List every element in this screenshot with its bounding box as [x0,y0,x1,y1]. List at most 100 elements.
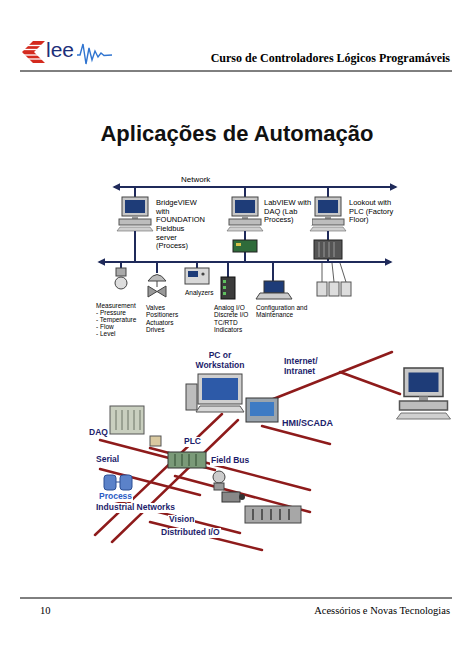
analyzer-box [188,271,198,277]
process-tanks [104,475,116,490]
logo-mark [22,41,45,63]
fieldbus-transmitter [213,471,225,490]
station-label: Lookout with PLC (Factory Floor) [349,199,400,225]
hmi-panel [250,402,274,416]
io-module [223,292,226,295]
page-number: 10 [40,605,51,617]
daq-chassis [116,410,117,430]
network-cable [95,352,400,550]
laptop-icon [256,293,292,299]
footer-title: Acessórios e Novas Tecnologias [314,605,450,617]
workstation [202,378,238,400]
logo-mark [20,49,47,50]
device-list-item: - Level [96,330,116,337]
plc-rack [196,454,197,466]
network-label: Serial [95,455,120,465]
distributed-io-unit [245,506,301,523]
header-rule [20,71,452,72]
pressure-sensor [115,277,127,289]
analyzer-box [201,272,204,275]
network-cable [150,522,262,550]
field-bus [156,262,158,273]
network-bus [327,187,329,197]
terminal-wiring [317,263,351,296]
daq-chassis [134,410,135,430]
network-bus [114,187,396,197]
network-label: HMI/SCADA [281,418,334,428]
network-bus [114,186,396,188]
hmi-panel [246,398,278,422]
field-bus [99,231,391,281]
daq-chassis [110,406,144,434]
device-label: Analog I/O Discrete I/O TC/RTD Indicator… [214,304,250,334]
network-cable [150,448,310,490]
plc-rack [334,242,335,257]
pressure-sensor [116,268,126,276]
plc-rack [314,240,342,259]
workstation [198,374,242,404]
network-label: Industrial Networks [95,503,176,513]
hmi-panel [246,398,278,422]
valve-symbol [148,275,166,298]
vision-camera [239,494,245,500]
network-cable [340,372,400,394]
logo-mark [20,41,47,63]
io-module [221,277,235,299]
plc-rack [168,452,206,468]
pressure-sensor [115,268,127,289]
computer-icon [310,197,346,231]
field-bus [244,252,246,262]
daq-card [236,243,241,246]
field-bus [134,231,136,262]
plc-rack [175,454,196,466]
workstation [186,384,197,410]
field-bus [196,262,198,268]
logo-wave [77,44,112,64]
field-bus [244,231,246,240]
network-label: Internet/ Intranet [283,357,325,377]
io-module [221,277,235,299]
field-bus [120,262,122,268]
network-label: PC or Workstation [191,351,249,371]
daq-card [233,240,257,252]
distributed-io-unit [245,506,301,523]
fieldbus-transmitter [213,471,225,483]
valve-symbol [157,281,158,287]
daq-chassis [116,410,140,430]
daq-card [233,240,257,252]
logo-mark [20,45,47,46]
terminal-wiring [322,263,346,282]
computer-icon [397,368,451,419]
distributed-io-unit [253,509,289,520]
plc-rack [182,454,183,466]
header-title: Curso de Controladores Lógicos Programáv… [211,52,450,66]
process-tanks [116,482,120,483]
daq-chassis [122,410,123,430]
workstation [186,374,244,412]
computer-icon [117,197,153,231]
computer-icon [227,197,263,231]
device-label: Valves Positioners Actuators Drives [146,304,179,334]
laptop-icon [256,281,292,299]
distributed-io-unit [279,509,281,520]
field-bus [272,262,274,281]
network-bus [244,187,246,197]
logo-mark [20,46,47,60]
plc-rack [319,242,334,257]
daq-chassis [140,410,141,430]
daq-chassis [110,406,144,434]
valve-symbol [148,286,166,297]
network-cable [112,420,238,542]
page-title: Aplicações de Automação [0,121,474,146]
network-label: Process [98,492,133,502]
io-module [223,286,226,289]
logo-mark [20,58,47,59]
network-cable [262,426,330,444]
device-label: Analyzers [185,289,214,296]
network-label: PLC [183,437,202,447]
station-label: LabVIEW with DAQ (Lab Process) [264,199,312,225]
terminal-wiring [329,282,339,296]
serial-device [150,436,161,446]
